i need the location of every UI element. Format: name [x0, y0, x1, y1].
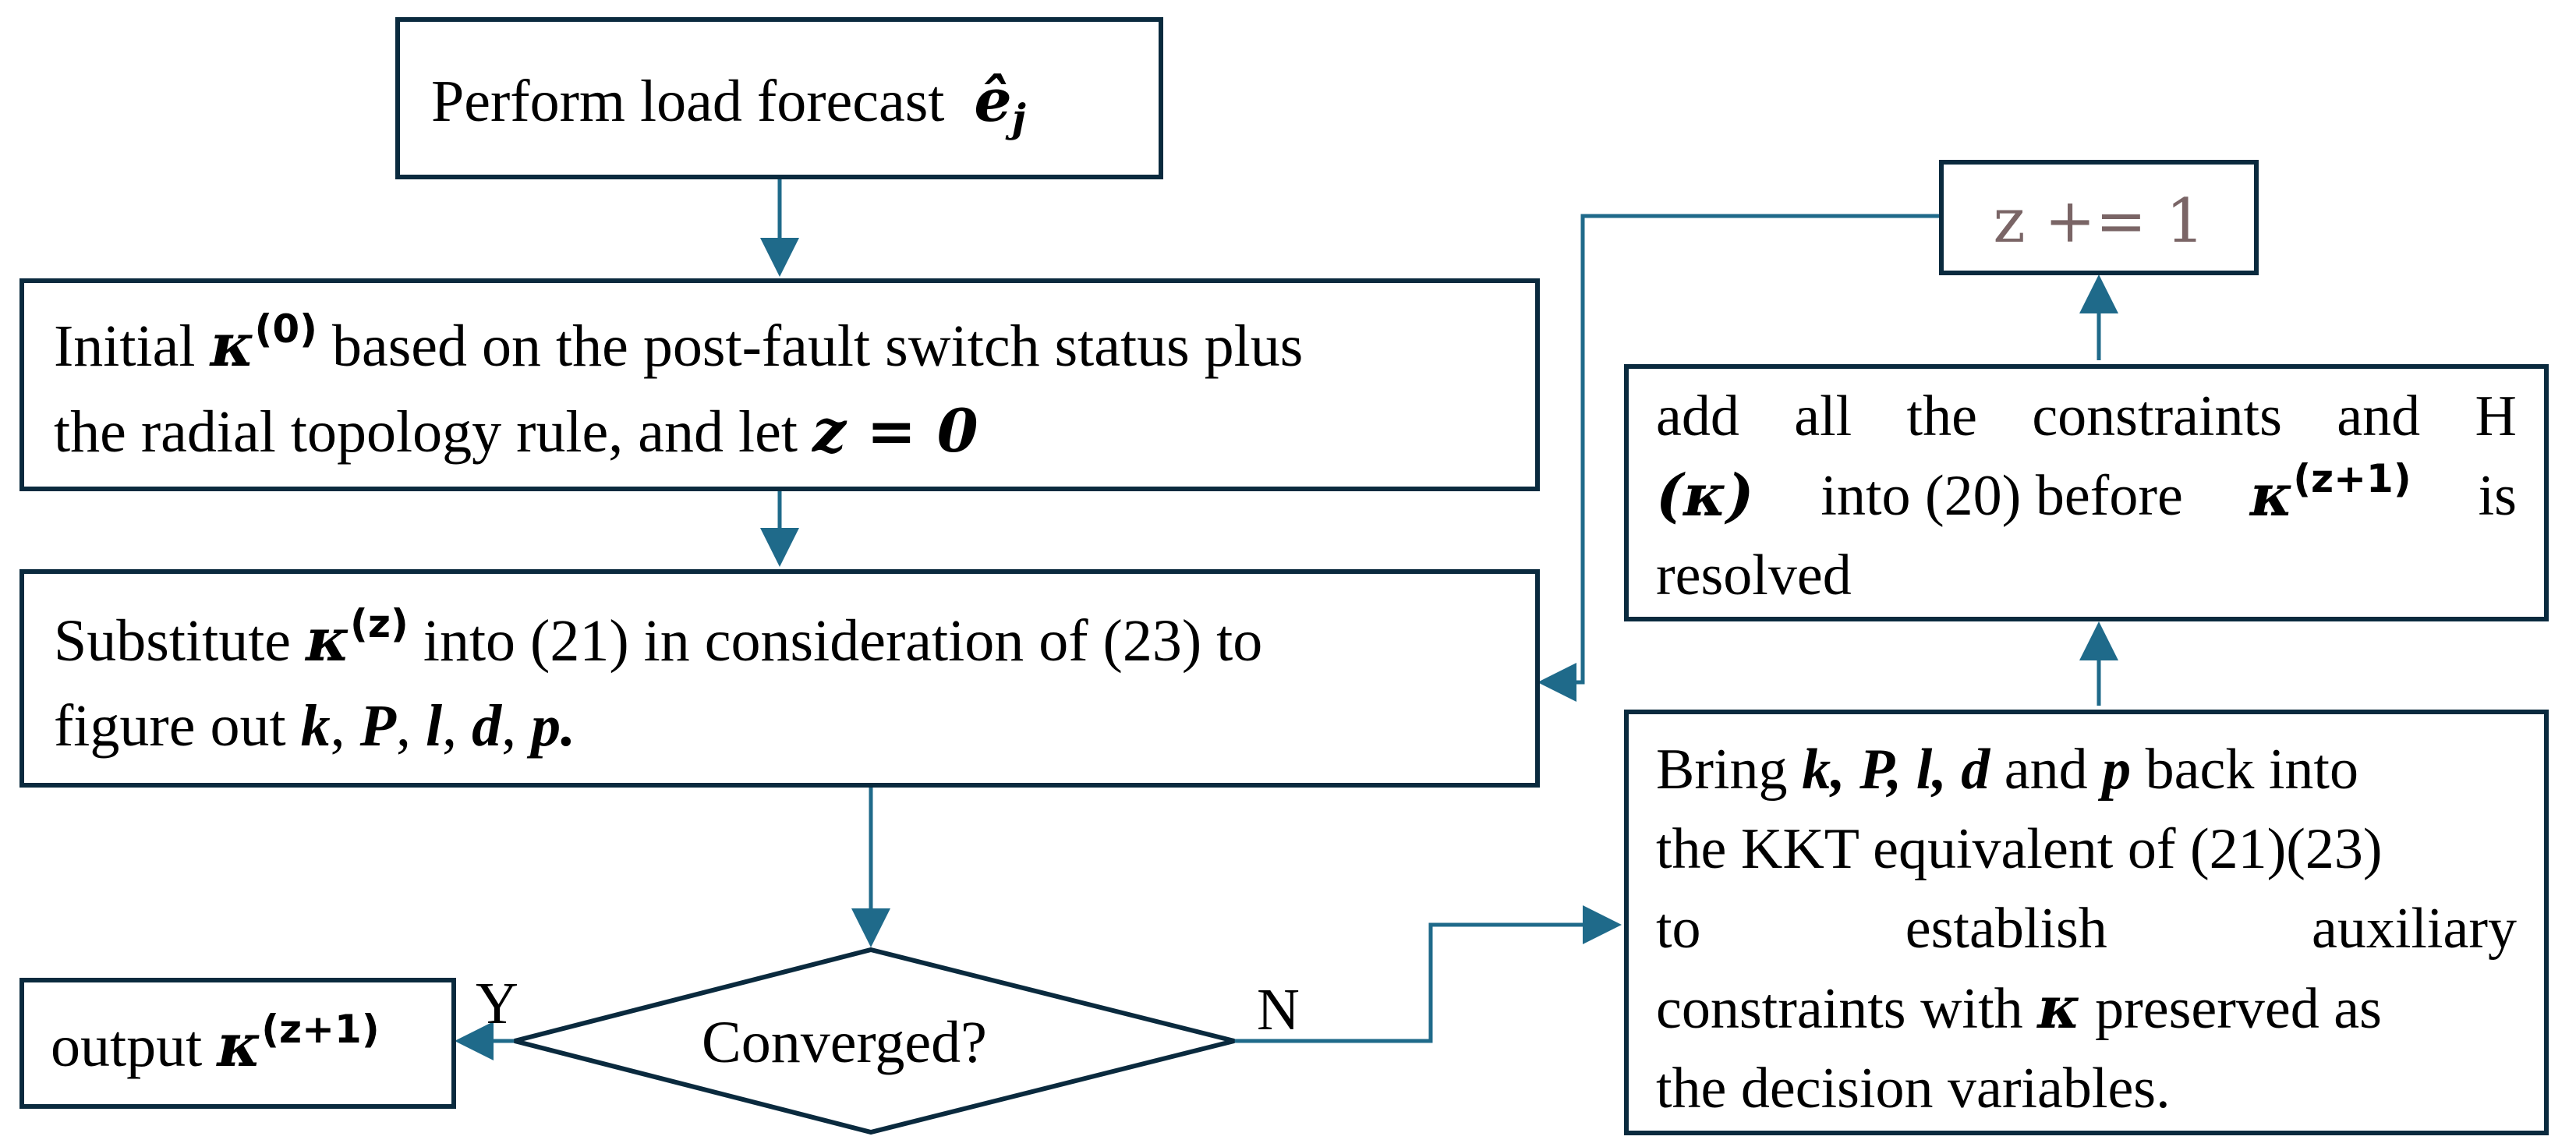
substitute-label: Substitute [54, 608, 292, 674]
comma: , [501, 693, 517, 759]
output-text: output κ(z+1) [51, 1003, 380, 1089]
var-k: k [300, 693, 331, 759]
init-rule-text: based on the post-fault switch status pl… [331, 313, 1304, 379]
decision-label: Converged? [702, 1010, 987, 1075]
word: all [1794, 384, 1852, 448]
kappa-z-plus-1: κ(z+1) [2250, 456, 2411, 536]
word-is: is [2478, 464, 2517, 528]
back-into-text: back into [2145, 738, 2358, 802]
init-line-2-text: the radial topology rule, and let [54, 399, 798, 465]
add-line-1: add all the constraints and H [1656, 377, 2517, 456]
forecast-text: Perform load forecast êj [431, 58, 1026, 144]
forecast-label: Perform load forecast [431, 69, 945, 134]
comma: , [396, 693, 412, 759]
forecast-symbol: êj [974, 65, 1025, 138]
init-line-2: the radial topology rule, and let z = 0 [54, 388, 978, 475]
add-box: add all the constraints and H (κ) into (… [1624, 364, 2549, 621]
forecast-box: Perform load forecast êj [395, 17, 1163, 179]
bring-text: Bring k, P, l, d and p back into the KKT… [1656, 730, 2517, 1128]
word: H [2475, 384, 2517, 448]
and-word: and [2004, 738, 2088, 802]
var-p: p [2102, 738, 2132, 802]
arrow-increment-to-substitute [1537, 214, 1939, 702]
word: constraints [2032, 384, 2282, 448]
output-label: output [51, 1014, 203, 1079]
add-text: add all the constraints and H (κ) into (… [1656, 377, 2517, 615]
bring-line-1: Bring k, P, l, d and p back into [1656, 730, 2517, 809]
bring-line-5: the decision variables. [1656, 1057, 2171, 1120]
kappa-symbol: κ [210, 310, 255, 380]
substitute-line-1: Substitute κ(z) into (21) in considerati… [54, 597, 1262, 684]
word: and [2337, 384, 2421, 448]
e-hat: ê [974, 65, 1012, 135]
into-20-before-text: into (20) before [1821, 464, 2183, 528]
superscript-z: (z) [350, 601, 409, 646]
add-line-3: resolved [1656, 543, 1852, 607]
kappa-symbol: κ [306, 605, 351, 674]
word-establish: establish [1905, 897, 2107, 961]
subscript-j: j [1011, 95, 1026, 141]
add-line-2: (κ) into (20) before κ(z+1) is [1656, 456, 2517, 536]
increment-text: z += 1 [1993, 186, 2205, 257]
decision-diamond [514, 947, 1235, 1135]
var-P: P [359, 693, 397, 759]
comma: , [442, 693, 458, 759]
substitute-line-2-text: figure out [54, 693, 286, 759]
bring-line-4: constraints with κ preserved as [1656, 968, 2517, 1049]
bring-box: Bring k, P, l, d and p back into the KKT… [1624, 710, 2549, 1135]
kappa-symbol: κ [217, 1011, 262, 1080]
word-auxiliary: auxiliary [2311, 897, 2517, 961]
arrow-decision-to-bring [1234, 905, 1622, 1043]
kappa-z-plus-1: κ(z+1) [217, 1010, 379, 1080]
init-box: Initial κ(0) based on the post-fault swi… [19, 278, 1540, 491]
bring-line-2: the KKT equivalent of (21)(23) [1656, 817, 2383, 881]
constraints-with-text: constraints with [1656, 977, 2023, 1041]
superscript-0: (0) [254, 306, 317, 352]
init-line-1: Initial κ(0) based on the post-fault swi… [54, 303, 1303, 389]
yes-label: Y [476, 971, 518, 1036]
var-p: p. [531, 693, 576, 759]
kappa-in-parens: (κ) [1656, 462, 1754, 529]
substitute-box: Substitute κ(z) into (21) in considerati… [19, 569, 1540, 788]
kappa-0: κ(0) [211, 310, 317, 380]
output-box: output κ(z+1) [19, 978, 456, 1109]
word: the [1906, 384, 1977, 448]
comma: , [330, 693, 345, 759]
no-label: N [1257, 977, 1300, 1043]
kappa-symbol: κ [2249, 462, 2294, 529]
bring-vars: k, P, l, d [1802, 738, 1990, 802]
increment-box: z += 1 [1939, 160, 2259, 275]
substitute-line-2: figure out k, P, l, d, p. [54, 683, 575, 769]
var-l: l [426, 693, 443, 759]
var-d: d [472, 693, 502, 759]
preserved-as-text: preserved as [2095, 977, 2382, 1041]
word: add [1656, 384, 1739, 448]
bring-line-3: to establish auxiliary [1656, 889, 2517, 968]
superscript-z-plus-1: (z+1) [2293, 456, 2411, 501]
word-to: to [1656, 897, 1701, 961]
kappa-z: κ(z) [306, 604, 409, 674]
substitute-line-1-text: into (21) in consideration of (23) to [423, 608, 1263, 674]
kappa-symbol: κ [2037, 975, 2081, 1042]
init-label: Initial [54, 313, 196, 379]
superscript-z-plus-1: (z+1) [261, 1007, 380, 1052]
bring-word: Bring [1656, 738, 1788, 802]
z-equals-zero: z = 0 [812, 396, 978, 466]
